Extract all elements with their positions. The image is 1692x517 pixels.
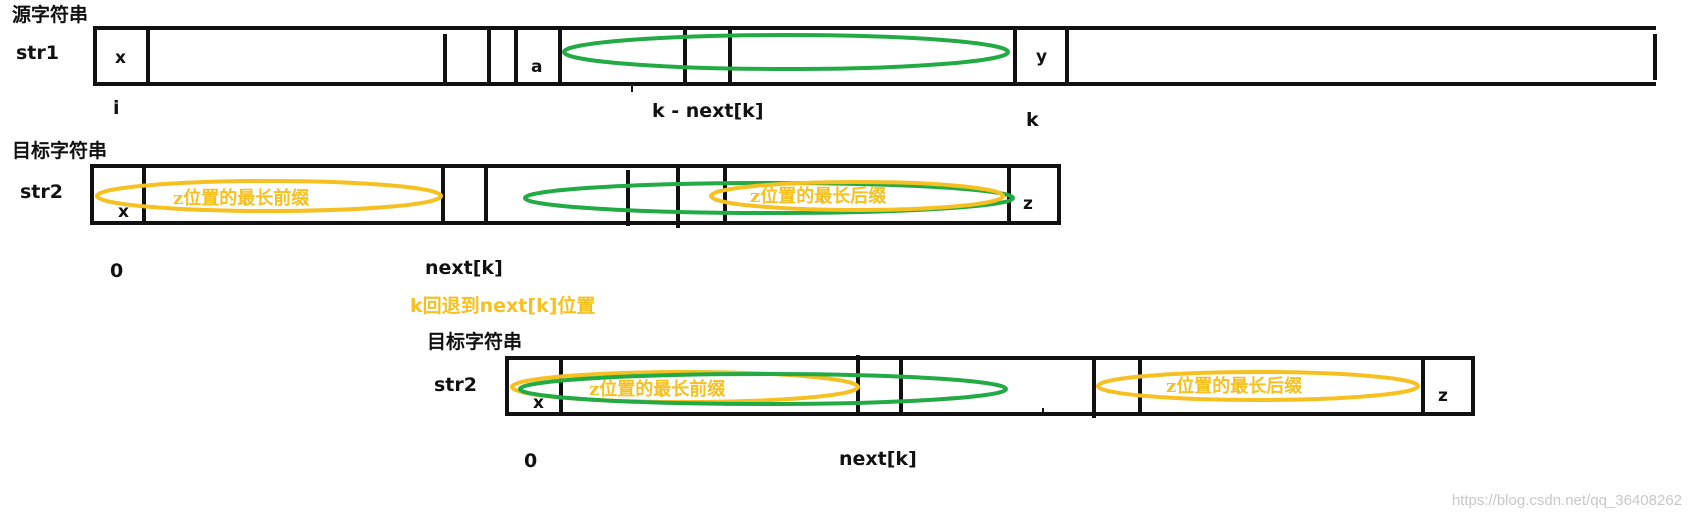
row1-index-i: i	[113, 97, 120, 119]
row2-main-rect	[90, 164, 1061, 225]
row1-index-k: k	[1026, 109, 1039, 131]
row1-cell-x: x	[115, 48, 126, 68]
row1-green-oval	[562, 33, 1010, 71]
row1-main-rect	[93, 26, 1069, 86]
row3-index-next: next[k]	[839, 448, 917, 470]
row3-main-rect	[505, 356, 1475, 416]
row2-title: 目标字符串	[12, 139, 107, 162]
backtrack-note: k回退到next[k]位置	[410, 294, 595, 317]
row2-index-0: 0	[110, 260, 123, 282]
row2-prefix-oval	[95, 179, 443, 213]
row1-cell-y: y	[1036, 47, 1047, 67]
row2-suffix-oval	[709, 180, 1005, 212]
row3-suffix-oval	[1096, 370, 1420, 402]
row3-title: 目标字符串	[427, 330, 522, 353]
row2-cell-x: x	[118, 202, 129, 222]
row2-suffix-label: z位置的最长后缀	[750, 185, 887, 207]
row3-string-box	[505, 355, 1475, 418]
row1-name: str1	[16, 42, 59, 64]
row3-cell-x: x	[533, 393, 544, 413]
watermark: https://blog.csdn.net/qq_36408262	[1452, 492, 1682, 509]
row3-index-0: 0	[524, 450, 537, 472]
row1-index-k-minus-next: k - next[k]	[652, 100, 764, 122]
row3-green-oval	[518, 372, 1008, 406]
row1-cell-a: a	[531, 57, 542, 77]
row3-prefix-label: z位置的最长前缀	[589, 378, 726, 400]
row2-string-box	[90, 164, 1061, 228]
row3-cell-z: z	[1438, 386, 1448, 406]
row2-name: str2	[20, 181, 63, 203]
row1-tail-top	[1065, 26, 1656, 84]
row3-name: str2	[434, 374, 477, 396]
row1-title: 源字符串	[12, 3, 88, 26]
row3-suffix-label: z位置的最长后缀	[1166, 375, 1303, 397]
row1-string-box	[93, 26, 1657, 86]
row2-index-next: next[k]	[425, 257, 503, 279]
row2-cell-z: z	[1023, 194, 1033, 214]
row2-prefix-label: z位置的最长前缀	[173, 187, 310, 209]
